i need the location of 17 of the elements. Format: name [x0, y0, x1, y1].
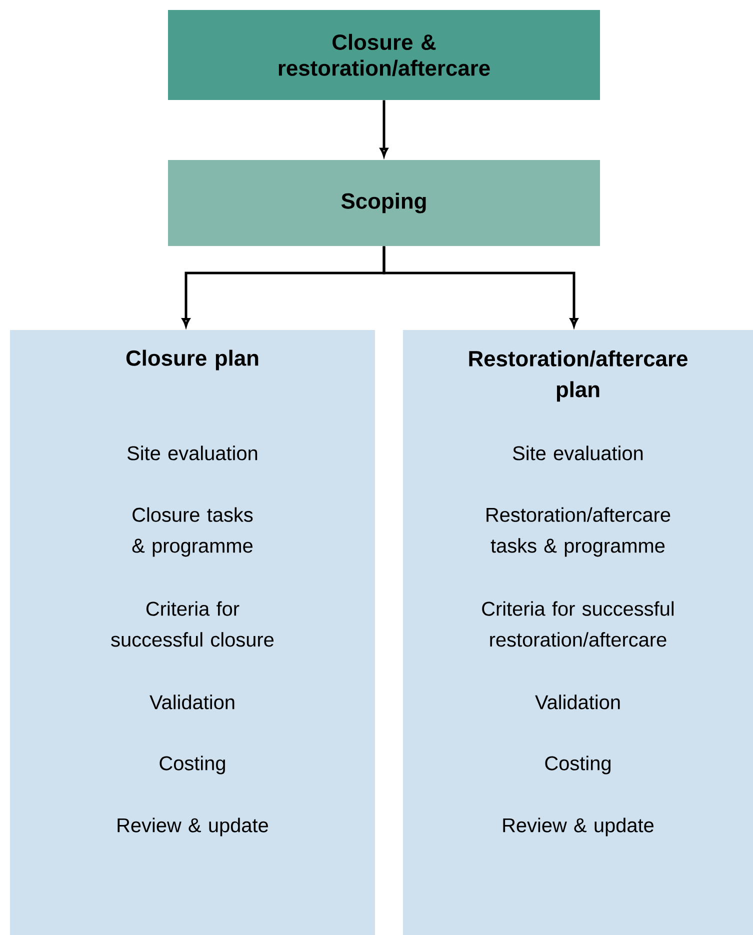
- arrow: [382, 246, 578, 327]
- list-item: Site evaluation: [128, 446, 258, 460]
- list-item: Validation: [150, 694, 234, 710]
- panel-heading: Restoration/aftercare plan: [469, 350, 688, 402]
- list-item: Site evaluation: [513, 446, 643, 460]
- list-item: Closure tasks & programme: [132, 507, 253, 557]
- top-box: Closure & restoration/aftercare: [168, 10, 600, 100]
- step-box: Scoping: [168, 160, 600, 246]
- list-item: Review & update: [503, 818, 654, 836]
- list-item: Criteria for successful restoration/aftercare: [482, 601, 674, 647]
- list-item: Criteria for successful closure: [111, 601, 274, 647]
- list-item: Restoration/aftercare tasks & programme: [486, 507, 670, 557]
- list-item: Review & update: [118, 818, 268, 836]
- list-item: Costing: [160, 756, 225, 774]
- panel-heading: Closure plan: [126, 350, 258, 370]
- list-item: Costing: [545, 756, 610, 774]
- list-item: Validation: [535, 694, 620, 710]
